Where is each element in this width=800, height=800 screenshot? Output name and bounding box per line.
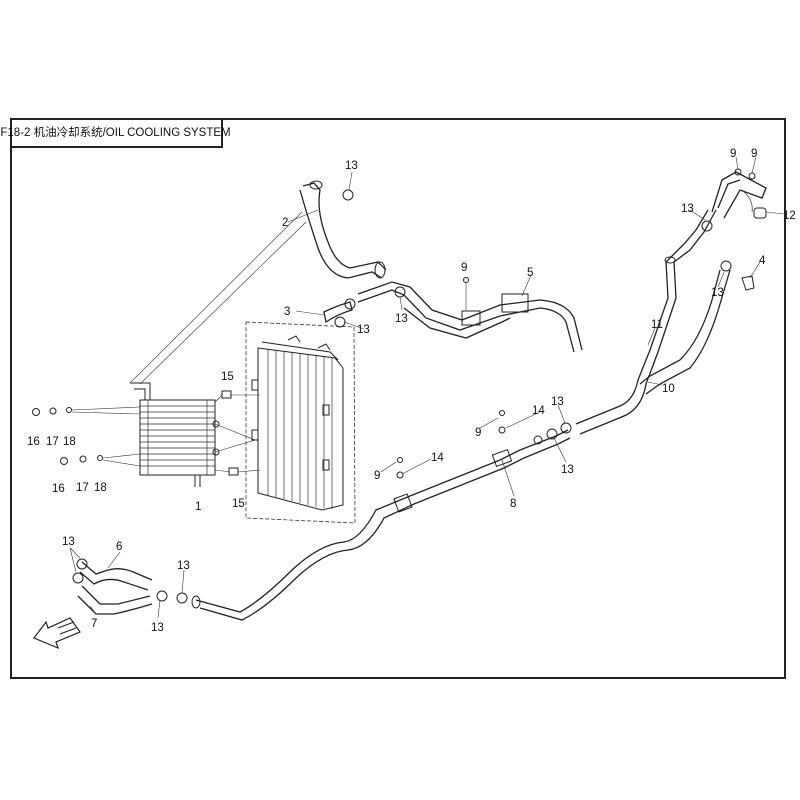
callout-13-b: 13 bbox=[357, 324, 370, 336]
callout-1: 1 bbox=[195, 501, 201, 513]
front-arrow-icon bbox=[33, 617, 81, 650]
callout-6: 6 bbox=[116, 541, 122, 553]
part-4 bbox=[741, 275, 755, 291]
pipe-5 bbox=[357, 277, 583, 353]
callout-11: 11 bbox=[651, 319, 663, 331]
callout-16-a: 16 bbox=[27, 436, 40, 448]
page-title: F18-2 机油冷却系统/OIL COOLING SYSTEM bbox=[0, 118, 231, 148]
callout-13-a: 13 bbox=[345, 160, 358, 172]
callout-14-b: 14 bbox=[431, 452, 444, 464]
callout-12: 12 bbox=[783, 210, 796, 222]
cooler-fasteners bbox=[32, 390, 239, 476]
callout-18-b: 18 bbox=[94, 482, 107, 494]
pipe-10-11 bbox=[575, 209, 732, 435]
callout-labels: 1 2 3 4 5 6 7 8 9 9 9 9 9 10 11 12 13 13… bbox=[27, 148, 796, 634]
callout-17-b: 17 bbox=[76, 482, 89, 494]
callout-13-e: 13 bbox=[711, 287, 724, 299]
callout-18-a: 18 bbox=[63, 436, 76, 448]
hose-3 bbox=[323, 298, 356, 328]
callout-2: 2 bbox=[282, 217, 288, 229]
callout-14-a: 14 bbox=[532, 405, 545, 417]
hose-2 bbox=[299, 180, 387, 279]
callout-4: 4 bbox=[759, 255, 766, 267]
callout-9-b: 9 bbox=[730, 148, 736, 160]
callout-13-j: 13 bbox=[151, 622, 164, 634]
callout-9-e: 9 bbox=[374, 470, 380, 482]
callout-17-a: 17 bbox=[46, 436, 59, 448]
callout-13-i: 13 bbox=[177, 560, 190, 572]
callout-7: 7 bbox=[91, 618, 97, 630]
callout-9-d: 9 bbox=[475, 427, 481, 439]
callout-15-a: 15 bbox=[221, 371, 234, 383]
callout-13-h: 13 bbox=[62, 536, 75, 548]
pipe-8 bbox=[195, 410, 572, 621]
callout-9-a: 9 bbox=[461, 262, 467, 274]
callout-15-b: 15 bbox=[232, 498, 245, 510]
callout-5: 5 bbox=[527, 267, 533, 279]
callout-16-b: 16 bbox=[52, 483, 65, 495]
callout-13-g: 13 bbox=[561, 464, 574, 476]
callout-13-d: 13 bbox=[681, 203, 694, 215]
radiator bbox=[245, 321, 356, 524]
callout-8: 8 bbox=[510, 498, 516, 510]
callout-13-c: 13 bbox=[395, 313, 408, 325]
callout-13-f: 13 bbox=[551, 396, 564, 408]
callout-10: 10 bbox=[662, 383, 675, 395]
callout-9-c: 9 bbox=[751, 148, 757, 160]
bracket-12 bbox=[711, 168, 767, 219]
diagram-frame bbox=[10, 118, 786, 679]
oil-cooler bbox=[130, 382, 220, 487]
callout-3: 3 bbox=[284, 306, 290, 318]
